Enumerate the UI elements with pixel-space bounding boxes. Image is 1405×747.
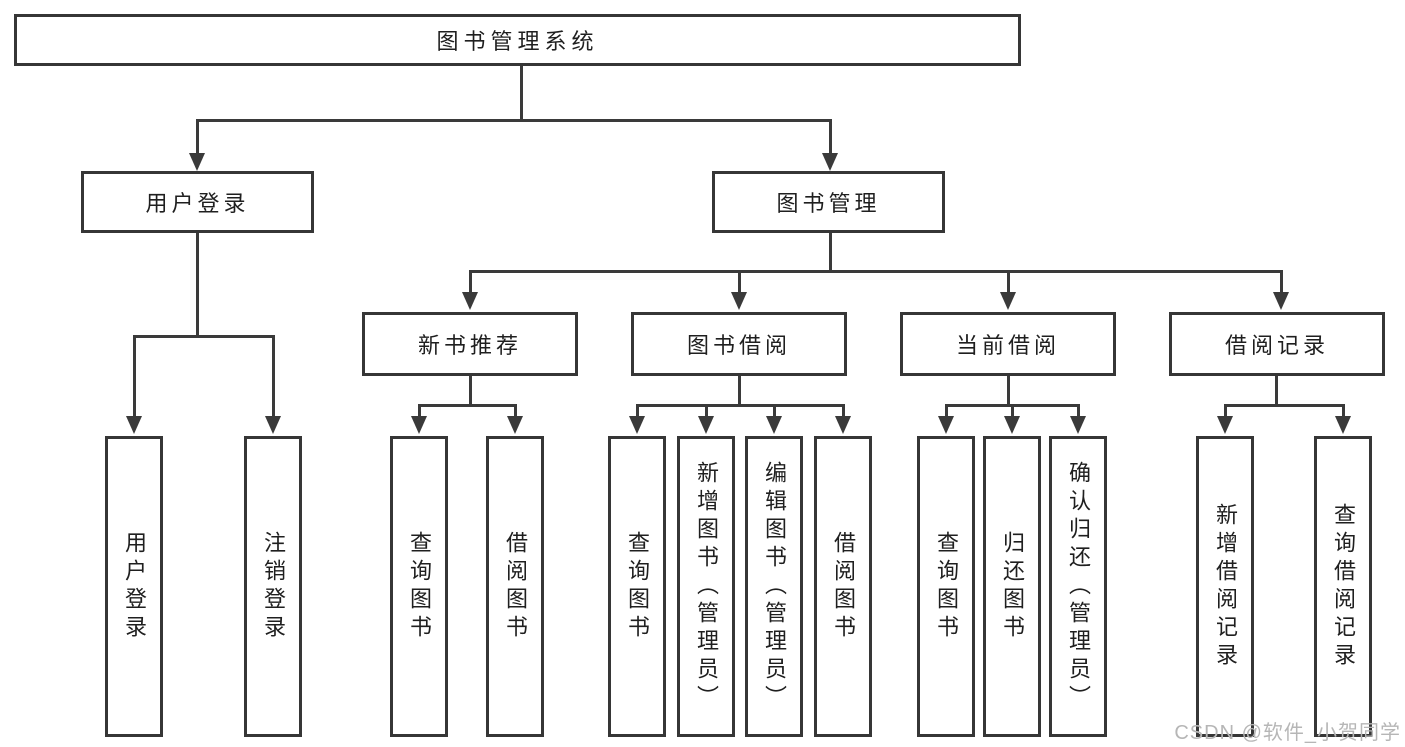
leaf-label: 借阅图书 — [503, 530, 528, 643]
arrow-down-icon — [411, 416, 427, 434]
connector-leaf-drop — [272, 335, 275, 418]
leaf-user-login: 用户登录 — [105, 436, 163, 737]
connector-leaf-drop — [1011, 404, 1014, 418]
watermark: CSDN @软件_小贺同学 — [1174, 722, 1401, 744]
arrow-down-icon — [507, 416, 523, 434]
connector-leaf-drop — [418, 404, 421, 418]
leaf-query-books-current: 查询图书 — [917, 436, 975, 737]
arrow-down-icon — [731, 292, 747, 310]
arrow-down-icon — [1004, 416, 1020, 434]
arrow-down-icon — [126, 416, 142, 434]
leaf-label: 确认归还（管理员） — [1066, 460, 1091, 713]
leaf-borrow-books-recommend: 借阅图书 — [486, 436, 544, 737]
leaf-query-books-recommend: 查询图书 — [390, 436, 448, 737]
leaf-label: 注销登录 — [261, 530, 286, 643]
arrow-down-icon — [1335, 416, 1351, 434]
node-label: 新书推荐 — [417, 333, 522, 358]
node-label: 图书借阅 — [686, 333, 791, 358]
leaf-label: 新增借阅记录 — [1213, 502, 1238, 671]
arrow-down-icon — [265, 416, 281, 434]
leaf-logout: 注销登录 — [244, 436, 302, 737]
arrow-down-icon — [189, 153, 205, 171]
leaf-label: 查询图书 — [934, 530, 959, 643]
node-new-book-recommend: 新书推荐 — [362, 312, 578, 376]
connector-leaf-drop — [1224, 404, 1227, 418]
node-borrow-records: 借阅记录 — [1169, 312, 1385, 376]
leaf-label: 查询借阅记录 — [1331, 502, 1356, 671]
leaf-label: 归还图书 — [1000, 530, 1025, 643]
leaf-add-borrow-record: 新增借阅记录 — [1196, 436, 1254, 737]
node-user-login: 用户登录 — [81, 171, 314, 233]
node-label: 图书管理 — [776, 191, 881, 216]
connector-user-login-stem — [196, 231, 199, 337]
connector-group-drop — [738, 270, 741, 296]
connector-root-stem — [520, 66, 523, 121]
connector-borrow-records-rail — [1224, 404, 1345, 407]
connector-new-book-rail — [418, 404, 517, 407]
leaf-label: 用户登录 — [122, 530, 147, 643]
node-label: 当前借阅 — [955, 333, 1060, 358]
arrow-down-icon — [1217, 416, 1233, 434]
leaf-borrow-books: 借阅图书 — [814, 436, 872, 737]
node-label: 借阅记录 — [1224, 333, 1329, 358]
connector-leaf-drop — [945, 404, 948, 418]
connector-leaf-drop — [636, 404, 639, 418]
leaf-label: 查询图书 — [625, 530, 650, 643]
leaf-label: 新增图书（管理员） — [694, 460, 719, 713]
leaf-add-book-admin: 新增图书（管理员） — [677, 436, 735, 737]
node-book-management: 图书管理 — [712, 171, 945, 233]
arrow-down-icon — [1070, 416, 1086, 434]
leaf-edit-book-admin: 编辑图书（管理员） — [745, 436, 803, 737]
node-book-borrow: 图书借阅 — [631, 312, 847, 376]
arrow-down-icon — [1000, 292, 1016, 310]
connector-user-login-rail — [133, 335, 275, 338]
arrow-down-icon — [698, 416, 714, 434]
arrow-down-icon — [629, 416, 645, 434]
leaf-label: 编辑图书（管理员） — [762, 460, 787, 713]
connector-leaf-drop — [1077, 404, 1080, 418]
connector-level2-rail — [196, 119, 832, 122]
leaf-query-borrow-record: 查询借阅记录 — [1314, 436, 1372, 737]
leaf-confirm-return-admin: 确认归还（管理员） — [1049, 436, 1107, 737]
arrow-down-icon — [822, 153, 838, 171]
connector-leaf-drop — [514, 404, 517, 418]
node-label: 用户登录 — [145, 191, 250, 216]
connector-book-mgmt-stem — [829, 231, 832, 272]
node-book-management-system: 图书管理系统 — [14, 14, 1021, 66]
arrow-down-icon — [1273, 292, 1289, 310]
connector-leaf-drop — [773, 404, 776, 418]
arrow-down-icon — [766, 416, 782, 434]
connector-book-borrow-stem — [738, 374, 741, 406]
connector-group-drop — [469, 270, 472, 296]
connector-leaf-drop — [1342, 404, 1345, 418]
connector-borrow-records-stem — [1275, 374, 1278, 406]
connector-leaf-drop — [705, 404, 708, 418]
connector-level3-rail — [469, 270, 1283, 273]
leaf-label: 借阅图书 — [831, 530, 856, 643]
arrow-down-icon — [835, 416, 851, 434]
connector-current-borrow-stem — [1007, 374, 1010, 406]
node-current-borrow: 当前借阅 — [900, 312, 1116, 376]
connector-leaf-drop — [842, 404, 845, 418]
leaf-return-book: 归还图书 — [983, 436, 1041, 737]
leaf-label: 查询图书 — [407, 530, 432, 643]
leaf-query-books-borrow: 查询图书 — [608, 436, 666, 737]
connector-book-borrow-rail — [636, 404, 845, 407]
node-label: 图书管理系统 — [436, 29, 599, 54]
connector-book-mgmt-drop — [829, 119, 832, 155]
connector-user-login-drop — [196, 119, 199, 155]
connector-group-drop — [1280, 270, 1283, 296]
arrow-down-icon — [462, 292, 478, 310]
connector-group-drop — [1007, 270, 1010, 296]
arrow-down-icon — [938, 416, 954, 434]
connector-leaf-drop — [133, 335, 136, 418]
connector-new-book-stem — [469, 374, 472, 406]
